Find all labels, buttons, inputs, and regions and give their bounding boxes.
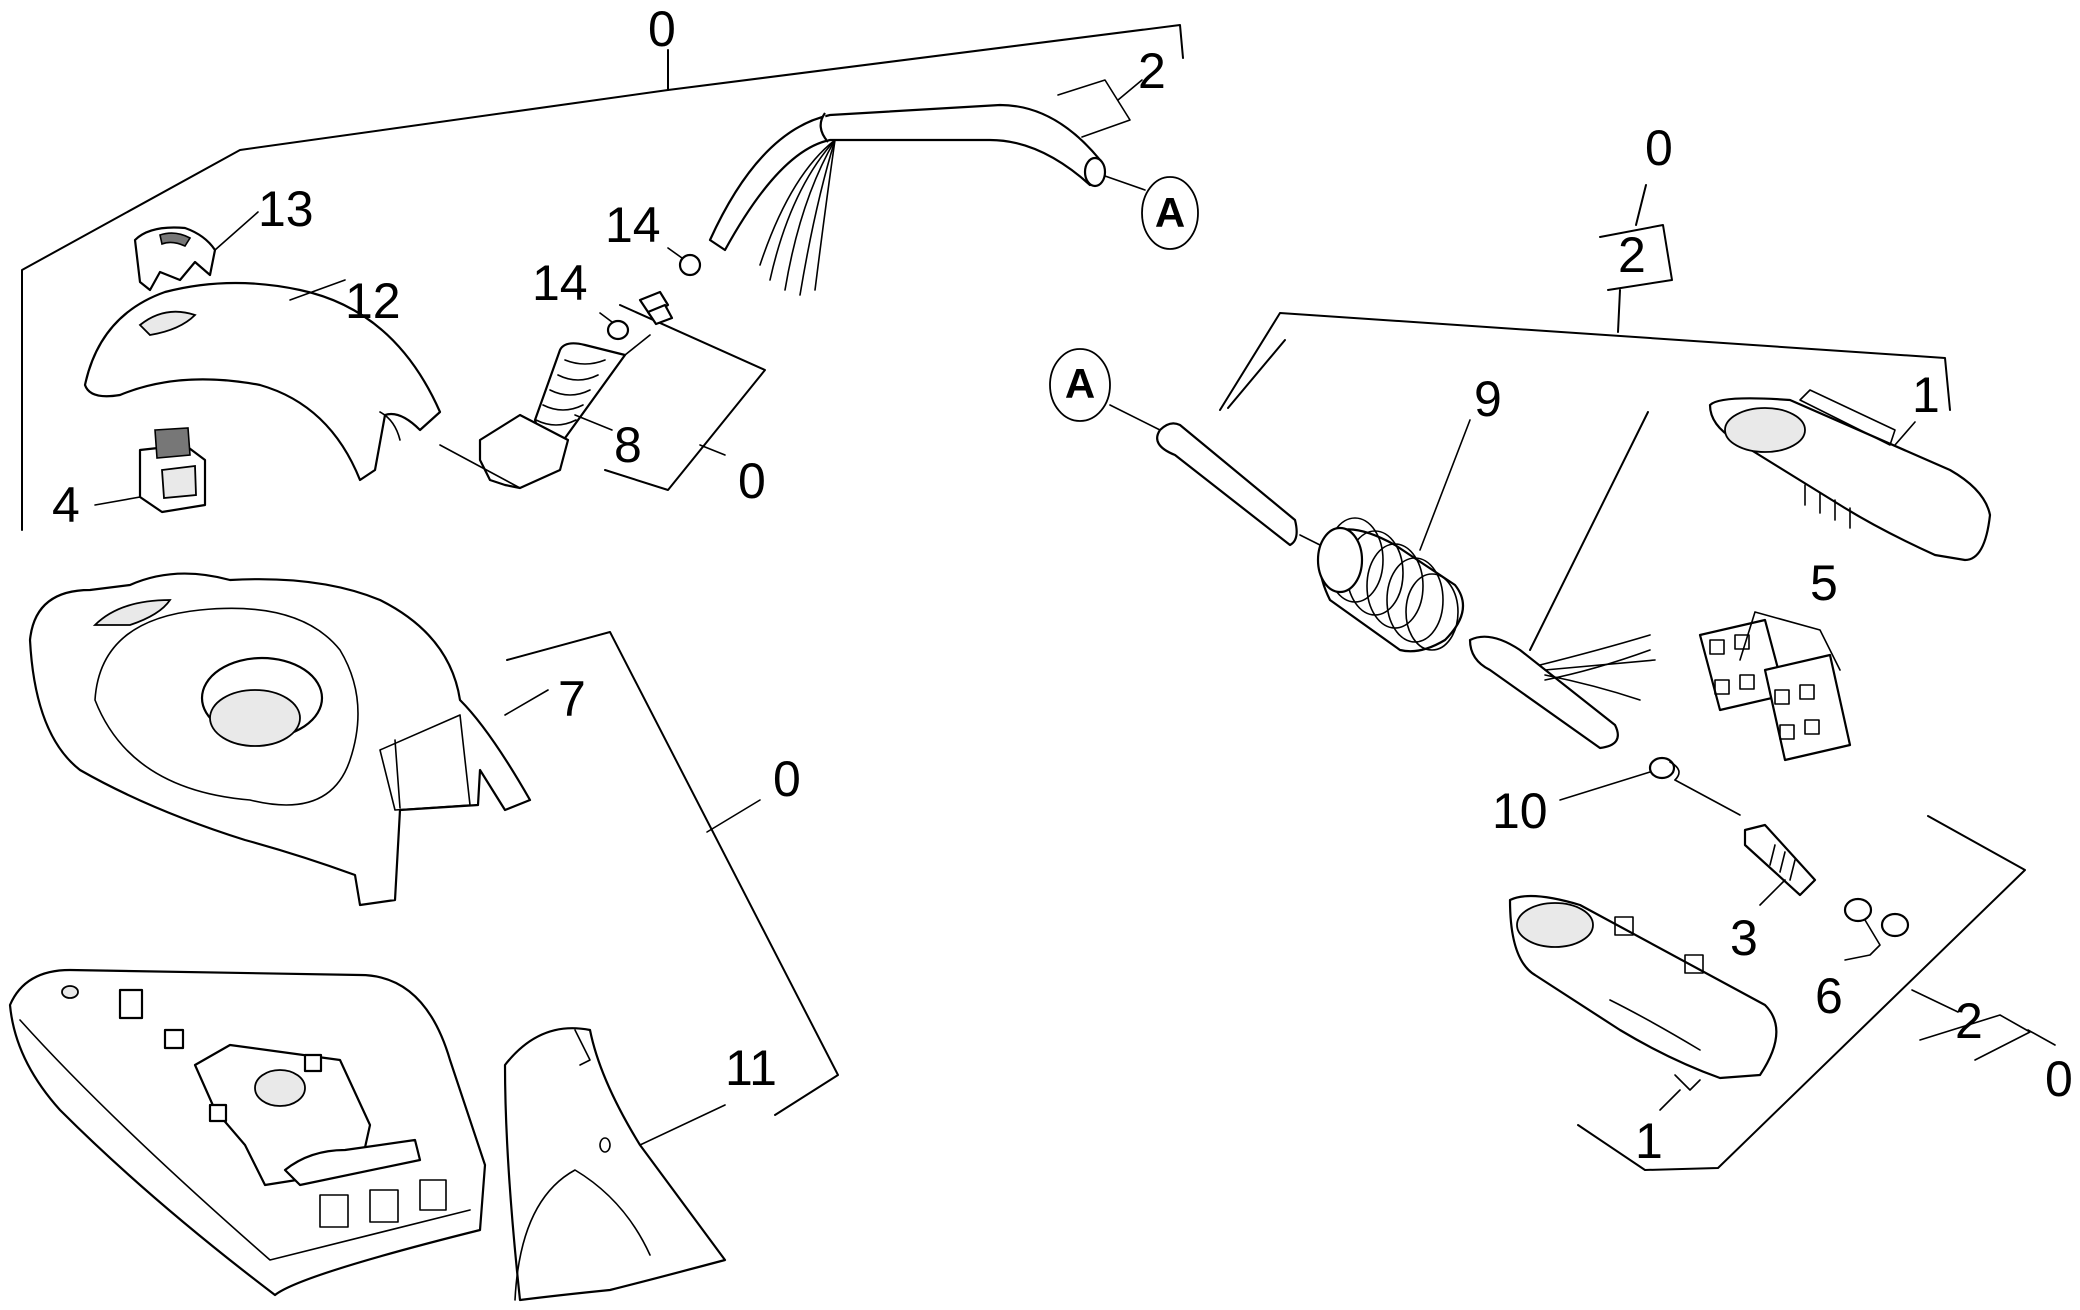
part-11-rear-support bbox=[503, 1027, 727, 1302]
part-5-terminal-blocks bbox=[1698, 611, 1852, 762]
part-1-bottom-cover bbox=[1508, 894, 1778, 1111]
callout-labels: 0 2 13 12 14 14 8 0 4 7 0 11 0 2 1 9 5 1… bbox=[52, 1, 2073, 1169]
connector-a-label: A bbox=[1065, 360, 1095, 407]
part-12-handle-cover bbox=[83, 279, 442, 482]
callout-0-middle: 0 bbox=[773, 751, 801, 807]
connector-a-label: A bbox=[1155, 189, 1185, 236]
connector-marker-a-right: A bbox=[1049, 348, 1161, 431]
part-1-top-cover bbox=[1708, 389, 1992, 562]
part-4-switch bbox=[94, 427, 207, 514]
callout-6: 6 bbox=[1815, 968, 1843, 1024]
callout-1-top: 1 bbox=[1912, 367, 1940, 423]
callout-2-top: 2 bbox=[1138, 43, 1166, 99]
callout-0-top: 0 bbox=[648, 1, 676, 57]
part-6-caps bbox=[1843, 897, 1910, 961]
part-7-housing bbox=[28, 572, 549, 907]
part-2-hose bbox=[708, 103, 1146, 296]
assembly-bracket-lines bbox=[21, 24, 1184, 1116]
callout-14-lower: 14 bbox=[532, 255, 588, 311]
callout-9: 9 bbox=[1474, 371, 1502, 427]
callout-0-bottom: 0 bbox=[2045, 1051, 2073, 1107]
soleplate-base bbox=[8, 968, 487, 1297]
part-8-hose-fitting bbox=[439, 334, 651, 490]
callout-0-right: 0 bbox=[1645, 120, 1673, 176]
callout-10: 10 bbox=[1492, 783, 1548, 839]
part-14-clips bbox=[599, 247, 702, 341]
callout-13: 13 bbox=[258, 181, 314, 237]
callout-7: 7 bbox=[558, 671, 586, 727]
callout-5: 5 bbox=[1810, 555, 1838, 611]
callout-2-right: 2 bbox=[1618, 227, 1646, 283]
right-assembly-bracket-lines bbox=[1219, 184, 2056, 1171]
callout-12: 12 bbox=[345, 273, 401, 329]
callout-4: 4 bbox=[52, 477, 80, 533]
callout-14-upper: 14 bbox=[605, 197, 661, 253]
callout-8: 8 bbox=[614, 417, 642, 473]
part-10-ring bbox=[1559, 756, 1741, 816]
callout-11: 11 bbox=[725, 1040, 777, 1096]
part-13-button-cap bbox=[133, 211, 259, 292]
callout-0-hose: 0 bbox=[738, 453, 766, 509]
callout-3: 3 bbox=[1730, 910, 1758, 966]
part-3-fuse bbox=[1743, 823, 1817, 906]
callout-1-bottom: 1 bbox=[1635, 1113, 1663, 1169]
part-9-cord-guard bbox=[1156, 419, 1656, 750]
connector-marker-a-top: A bbox=[1141, 176, 1199, 250]
callout-2-bottom: 2 bbox=[1955, 993, 1983, 1049]
